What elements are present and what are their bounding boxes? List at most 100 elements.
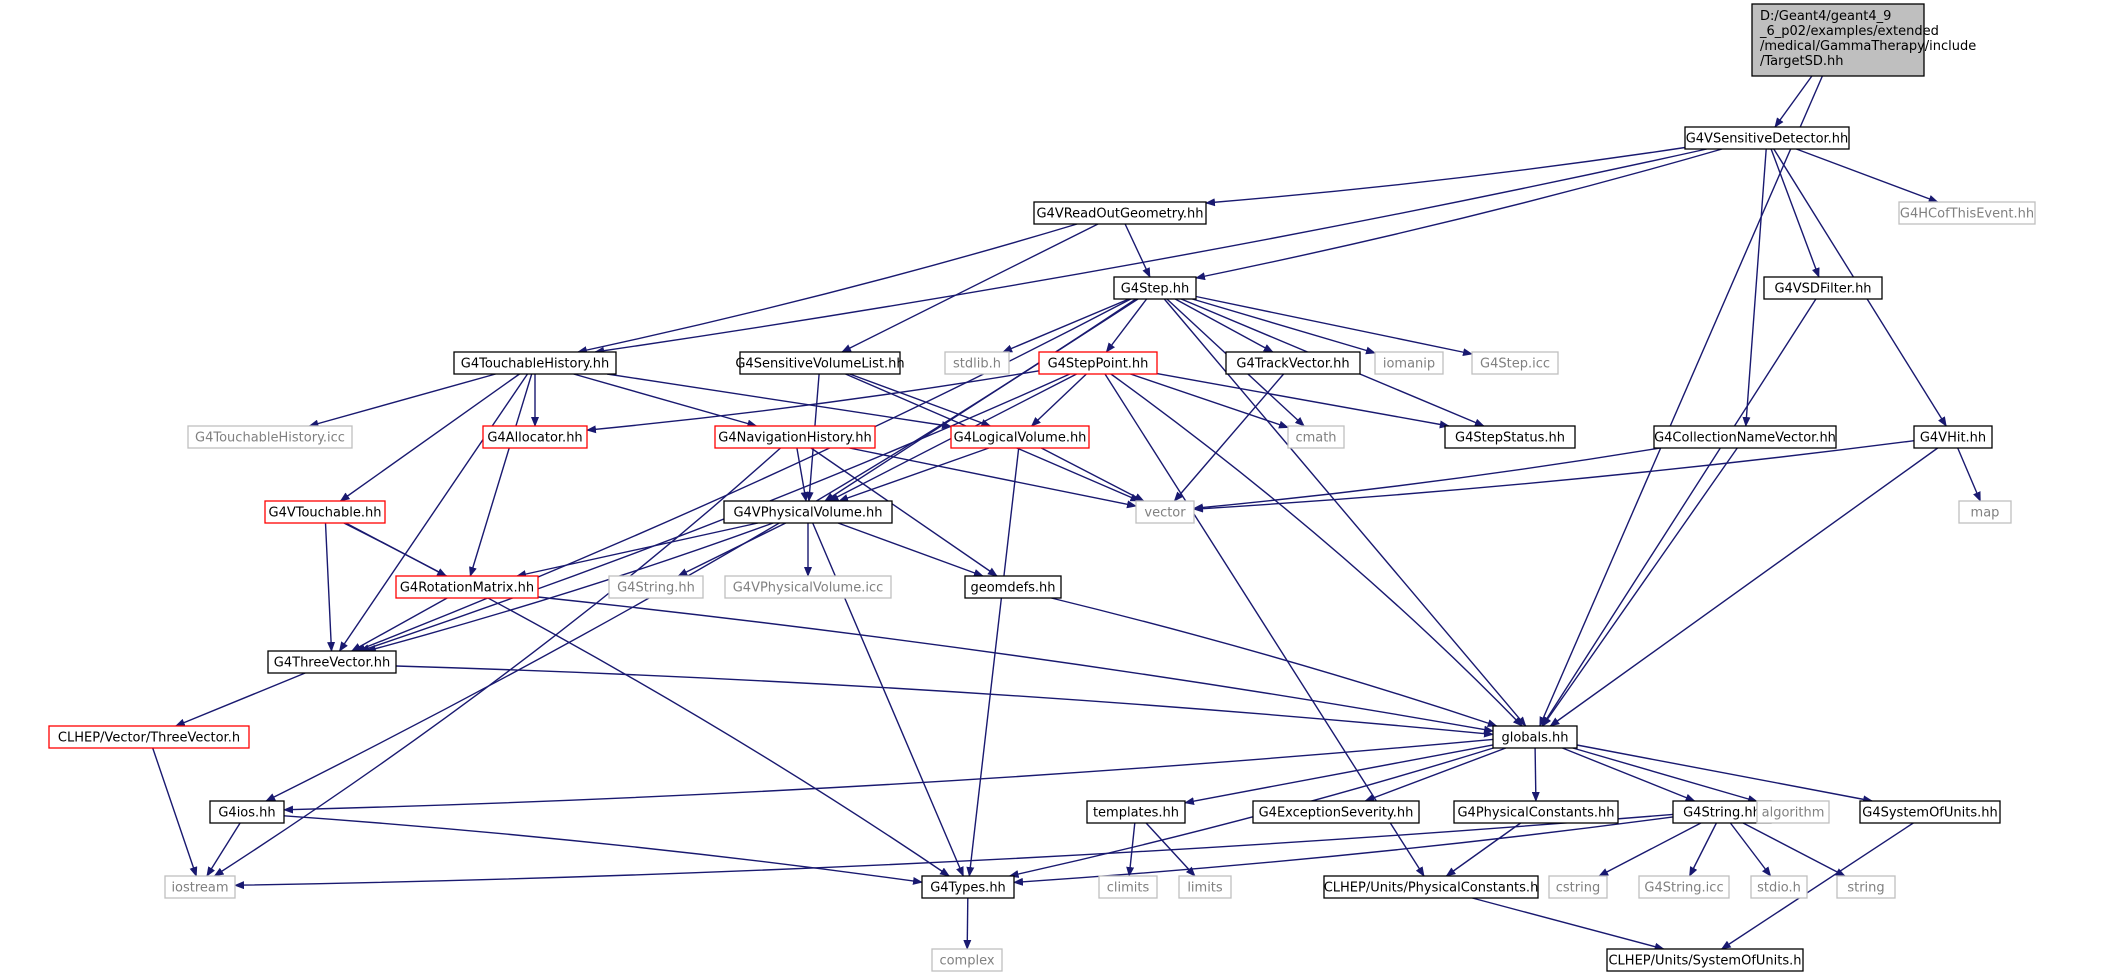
edge-g4cnv-to-vector [1193, 447, 1661, 512]
node-box [608, 575, 704, 599]
node-box [944, 351, 1010, 375]
node-box [1684, 126, 1850, 150]
node-box [482, 425, 588, 449]
node-g4step[interactable]: G4Step.hh [1113, 276, 1197, 300]
node-label: G4StepPoint.hh [1048, 357, 1149, 372]
node-clhep_sou[interactable]: CLHEP/Units/SystemOfUnits.h [1606, 948, 1804, 972]
node-g4rm[interactable]: G4RotationMatrix.hh [395, 575, 539, 599]
edge-g4svl-to-g4lv [849, 373, 992, 427]
node-g4vhit[interactable]: G4VHit.hh [1913, 425, 1993, 449]
edge-g4cnv-to-globals [1542, 447, 1738, 727]
node-g4sp[interactable]: G4StepPoint.hh [1038, 351, 1158, 375]
node-box [1653, 425, 1837, 449]
node-g4vrog[interactable]: G4VReadOutGeometry.hh [1033, 201, 1207, 225]
node-label: G4VPhysicalVolume.hh [733, 506, 882, 521]
edge-globals-to-g4sou [1576, 744, 1874, 804]
node-g4alloc[interactable]: G4Allocator.hh [482, 425, 588, 449]
node-label: complex [939, 954, 994, 969]
edge-g4tvec-to-globals [395, 665, 1494, 738]
root-label-line: /TargetSD.hh [1760, 54, 1843, 69]
node-g4thicc[interactable]: G4TouchableHistory.icc [187, 425, 353, 449]
node-label: stdlib.h [953, 357, 1001, 372]
edge-g4step-to-g4sp [1105, 298, 1148, 353]
node-box [1444, 425, 1576, 449]
node-g4th[interactable]: G4TouchableHistory.hh [453, 351, 617, 375]
edge-g4lv-to-g4types [966, 447, 1020, 877]
node-box [1135, 500, 1195, 524]
node-g4vpvicc[interactable]: G4VPhysicalVolume.icc [724, 575, 892, 599]
node-iostream[interactable]: iostream [164, 875, 236, 899]
node-limits[interactable]: limits [1178, 875, 1232, 899]
edge-g4step-to-globals [1163, 298, 1527, 727]
node-string[interactable]: string [1836, 875, 1896, 899]
node-box [1606, 948, 1804, 972]
edge-g4string-to-string [1742, 822, 1846, 877]
node-box [1836, 875, 1896, 899]
node-g4stringicc[interactable]: G4String.icc [1638, 875, 1730, 899]
node-g4lv[interactable]: G4LogicalVolume.hh [950, 425, 1090, 449]
node-clhep_pc[interactable]: CLHEP/Units/PhysicalConstants.h [1323, 875, 1539, 899]
node-g4pc[interactable]: G4PhysicalConstants.hh [1453, 800, 1619, 824]
node-clhep_tv[interactable]: CLHEP/Vector/ThreeVector.h [48, 725, 250, 749]
node-g4vsd[interactable]: G4VSensitiveDetector.hh [1684, 126, 1850, 150]
node-box [950, 425, 1090, 449]
edge-g4step-to-g4stepicc [1195, 295, 1473, 357]
node-g4string[interactable]: G4String.hh [1672, 800, 1772, 824]
node-box [1086, 800, 1186, 824]
node-g4es[interactable]: G4ExceptionSeverity.hh [1252, 800, 1420, 824]
node-iomanip[interactable]: iomanip [1374, 351, 1444, 375]
node-cmath[interactable]: cmath [1287, 425, 1345, 449]
node-root[interactable]: D:/Geant4/geant4_9_6_p02/examples/extend… [1751, 3, 1976, 77]
node-templates[interactable]: templates.hh [1086, 800, 1186, 824]
node-g4vt[interactable]: G4VTouchable.hh [264, 500, 386, 524]
node-g4cnv[interactable]: G4CollectionNameVector.hh [1653, 425, 1837, 449]
node-g4nh[interactable]: G4NavigationHistory.hh [714, 425, 876, 449]
node-label: iomanip [1383, 357, 1435, 372]
node-label: G4String.icc [1644, 881, 1723, 896]
node-climits[interactable]: climits [1098, 875, 1158, 899]
node-g4sou[interactable]: G4SystemOfUnits.hh [1859, 800, 2001, 824]
node-box [1638, 875, 1730, 899]
node-label: algorithm [1762, 806, 1825, 821]
node-g4svl[interactable]: G4SensitiveVolumeList.hh [735, 351, 905, 375]
edge-g4sp-to-g4alloc [586, 370, 1040, 434]
node-complex[interactable]: complex [931, 948, 1003, 972]
node-label: G4CollectionNameVector.hh [1654, 431, 1836, 446]
node-g4vpv[interactable]: G4VPhysicalVolume.hh [723, 500, 893, 524]
node-g4types[interactable]: G4Types.hh [921, 875, 1015, 899]
node-label: G4Step.icc [1480, 357, 1550, 372]
node-g4ios[interactable]: G4ios.hh [209, 800, 285, 824]
node-cstring[interactable]: cstring [1548, 875, 1608, 899]
node-g4hcof[interactable]: G4HCofThisEvent.hh [1898, 201, 2036, 225]
edge-g4ios-to-g4types [283, 815, 923, 885]
edge-g4vt-to-g4types [343, 522, 950, 877]
edge-g4vhit-to-globals [1549, 447, 1939, 727]
node-map[interactable]: map [1958, 500, 2012, 524]
node-box [1178, 875, 1232, 899]
node-label: G4VSDFilter.hh [1774, 282, 1871, 297]
edge-geomdefs-to-globals [1051, 597, 1498, 727]
edge-g4th-to-g4nh [573, 373, 758, 428]
node-label: G4TouchableHistory.icc [195, 431, 345, 446]
edge-root-to-g4vsd [1774, 75, 1813, 128]
node-geomdefs[interactable]: geomdefs.hh [964, 575, 1062, 599]
node-stdioh[interactable]: stdio.h [1750, 875, 1808, 899]
node-stdlib[interactable]: stdlib.h [944, 351, 1010, 375]
edge-g4th-to-g4lv [606, 373, 952, 430]
node-g4stepicc[interactable]: G4Step.icc [1471, 351, 1559, 375]
node-g4string_ext[interactable]: G4String.hh [608, 575, 704, 599]
edge-g4th-to-g4vt [339, 373, 520, 502]
node-globals[interactable]: globals.hh [1492, 725, 1578, 749]
node-box [931, 948, 1003, 972]
node-label: climits [1107, 881, 1150, 896]
node-g4ss[interactable]: G4StepStatus.hh [1444, 425, 1576, 449]
node-algorithm[interactable]: algorithm [1756, 800, 1830, 824]
node-box [1756, 800, 1830, 824]
edge-globals-to-algorithm [1572, 747, 1758, 803]
node-vector[interactable]: vector [1135, 500, 1195, 524]
node-g4tv[interactable]: G4TrackVector.hh [1225, 351, 1361, 375]
node-g4tvec[interactable]: G4ThreeVector.hh [267, 650, 397, 674]
node-box [1252, 800, 1420, 824]
node-g4vsdf[interactable]: G4VSDFilter.hh [1763, 276, 1883, 300]
node-box [395, 575, 539, 599]
